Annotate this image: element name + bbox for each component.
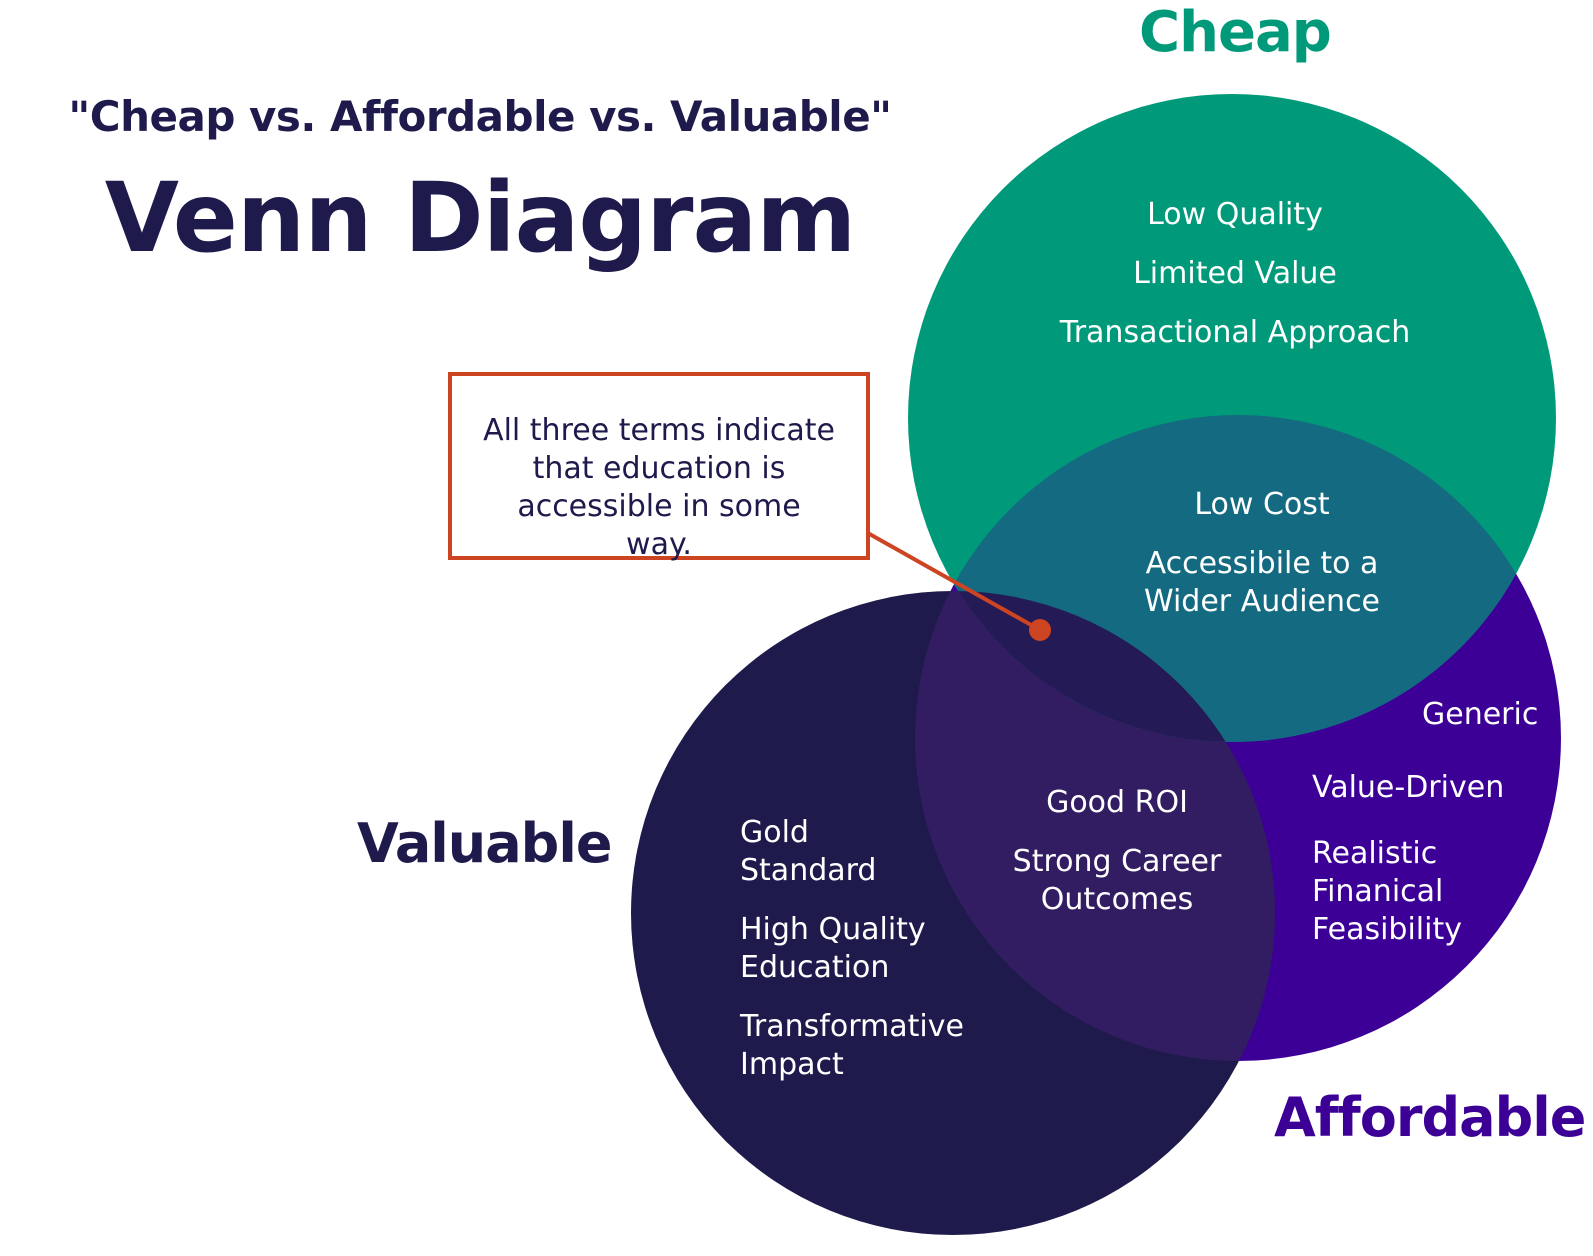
region-item: Generic	[1422, 697, 1539, 732]
overlap-cheap-affordable	[915, 415, 1556, 742]
region-item: Strong Career Outcomes	[1012, 844, 1222, 917]
callout-dot	[1029, 619, 1051, 641]
region-affordable-only: Value-Driven Realistic Finanical Feasibi…	[1312, 769, 1542, 949]
region-item: Limited Value	[1133, 256, 1337, 291]
region-cheap-only: Low Quality Limited Value Transactional …	[1030, 196, 1440, 352]
region-item: High Quality Education	[740, 912, 926, 985]
region-valuable-affordable: Good ROI Strong Career Outcomes	[1002, 784, 1232, 919]
region-item: Good ROI	[1046, 785, 1188, 820]
region-item: Gold Standard	[740, 815, 877, 888]
region-item: Transactional Approach	[1059, 315, 1411, 350]
region-item: Low Quality	[1147, 197, 1323, 232]
region-valuable-only: Gold Standard High Quality Education Tra…	[740, 814, 990, 1084]
callout-text: All three terms indicate that education …	[483, 413, 835, 562]
label-affordable: Affordable	[1274, 1086, 1586, 1149]
region-item: Low Cost	[1194, 487, 1330, 522]
label-valuable: Valuable	[357, 812, 612, 875]
region-affordable-only-top: Generic	[1422, 696, 1572, 734]
region-item: Realistic Finanical Feasibility	[1312, 836, 1462, 947]
region-item: Accessibile to a Wider Audience	[1143, 546, 1381, 619]
diagram-subtitle: "Cheap vs. Affordable vs. Valuable"	[68, 92, 892, 141]
callout-box: All three terms indicate that education …	[448, 372, 870, 562]
region-cheap-affordable: Low Cost Accessibile to a Wider Audience	[1122, 486, 1402, 621]
label-cheap: Cheap	[1139, 0, 1332, 65]
region-item: Value-Driven	[1312, 770, 1505, 805]
callout-connector	[865, 530, 1041, 632]
diagram-title: Venn Diagram	[104, 162, 857, 274]
region-item: Transformative Impact	[740, 1009, 964, 1082]
